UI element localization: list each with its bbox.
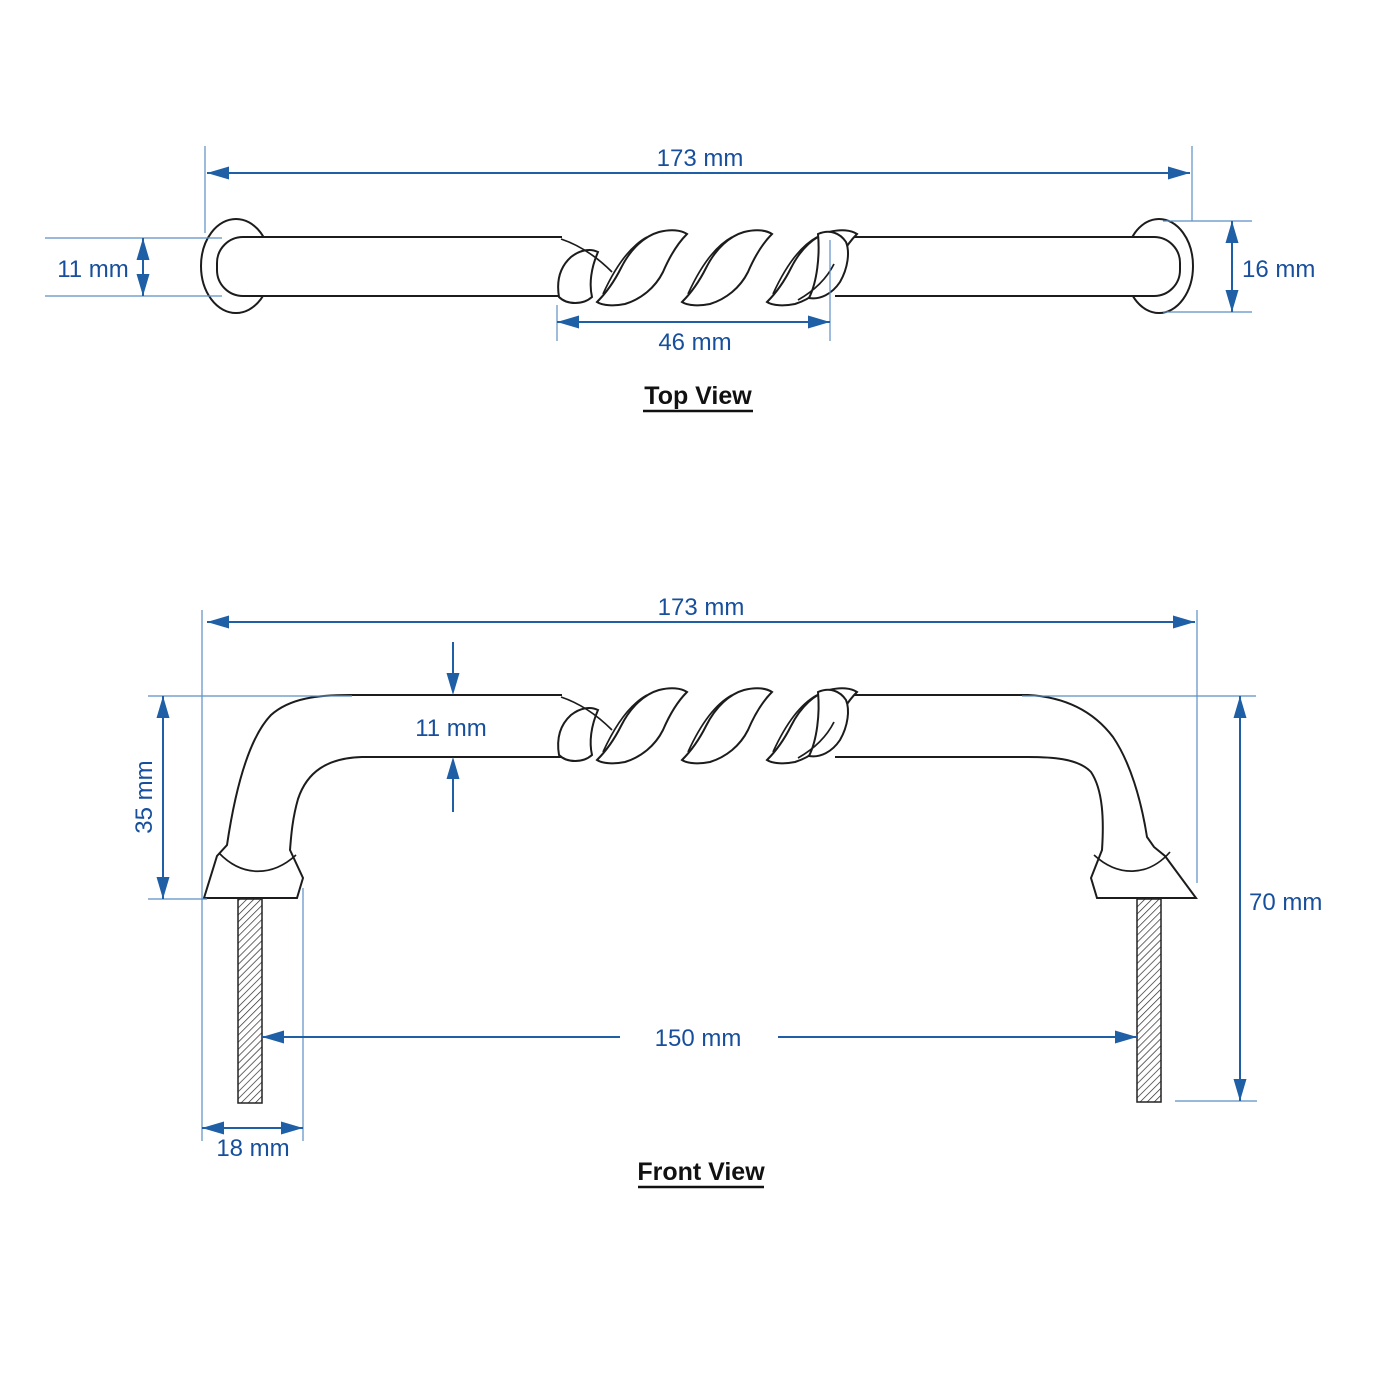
front-view-right-screw (1136, 898, 1162, 1103)
front-view-foot-width-dimension: 18 mm (202, 1121, 303, 1162)
front-view-mounting-spacing-dimension: 150 mm (262, 1025, 1137, 1052)
front-view-left-foot-joint (218, 852, 297, 873)
front-view-length-label: 173 mm (658, 594, 745, 621)
top-view-dimensions: 173 mm 11 mm 16 mm 46 mm Top View (45, 145, 1315, 413)
top-view-length-dimension: 173 mm (207, 145, 1190, 180)
top-view-twist-length-dimension: 46 mm (557, 315, 830, 356)
front-view-title: Front View (637, 1158, 765, 1186)
top-view-title: Top View (644, 382, 752, 410)
top-view-length-label: 173 mm (657, 145, 744, 172)
front-view-rope-twist (557, 687, 858, 765)
front-view-leg-height-dimension: 35 mm (131, 696, 170, 899)
front-view-right-foot-joint (1093, 851, 1171, 872)
front-view-bar-thickness-label: 11 mm (415, 715, 487, 742)
front-view-overall-height-dimension: 70 mm (1233, 696, 1322, 1101)
front-view-part (202, 687, 1198, 1104)
top-view-end-cap-label: 16 mm (1242, 256, 1315, 283)
top-view-rope-twist (557, 229, 858, 307)
front-view-foot-width-label: 18 mm (216, 1135, 289, 1162)
front-view-handle-outline (202, 694, 1198, 899)
front-view-length-dimension: 173 mm (207, 594, 1195, 629)
front-view-leg-height-label: 35 mm (131, 760, 158, 833)
front-view-mounting-spacing-label: 150 mm (655, 1025, 742, 1052)
top-view-bar-diameter-dimension: 11 mm (57, 238, 150, 296)
top-view-twist-length-label: 46 mm (658, 329, 731, 356)
top-view-bar-diameter-label: 11 mm (57, 256, 129, 283)
top-view-part (200, 218, 1194, 314)
front-view-overall-height-label: 70 mm (1249, 889, 1322, 916)
front-view-dimensions: 173 mm 11 mm 35 mm 70 mm (131, 594, 1322, 1189)
top-view-end-cap-dimension: 16 mm (1225, 221, 1315, 312)
front-view-left-screw (237, 898, 263, 1104)
front-view-bar-thickness-dimension: 11 mm (415, 642, 487, 812)
